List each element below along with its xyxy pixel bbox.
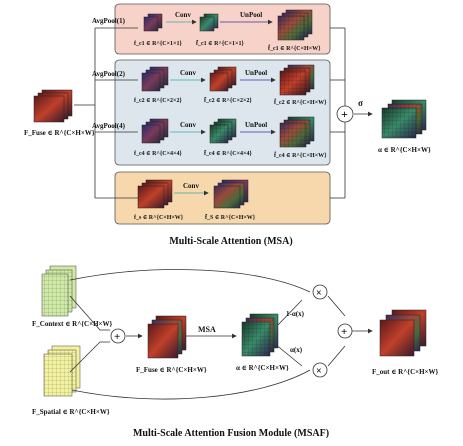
conv-label-4: Conv	[183, 182, 199, 190]
pool-label-3: AvgPool(4)	[92, 122, 126, 130]
msaf-connections	[69, 269, 373, 400]
msa-input-label: F_Fuse ∈ R^{C×H×W}	[24, 129, 95, 137]
unpool-label-1: UnPool	[240, 11, 262, 19]
unpool-label-3: UnPool	[245, 121, 267, 129]
msa-block-label: MSA	[198, 325, 216, 334]
branch-box-2-3	[114, 59, 331, 166]
branch-box-1	[114, 3, 331, 55]
f-label-3: f_c4 ∈ R^{C×4×4}	[134, 151, 182, 157]
f-label-2: f_c2 ∈ R^{C×2×2}	[134, 98, 182, 104]
fuse-label: F_Fuse ∈ R^{C×H×W}	[136, 366, 207, 374]
pool-label-2: AvgPool(2)	[92, 70, 126, 78]
spatial-label: F_Spatial ∈ R^{C×H×W}	[32, 408, 110, 416]
fhat-label-2: f̂_c2 ∈ R^{C×H×W}	[274, 99, 327, 106]
branch-3	[141, 116, 315, 148]
input-feature-cube	[33, 89, 73, 123]
f-label-1: f_c1 ∈ R^{C×1×1}	[134, 41, 182, 47]
fbar-label-3: f̄_c4 ∈ R^{C×4×4}	[204, 150, 252, 157]
fhat-label-3: f̂_c4 ∈ R^{C×H×W}	[274, 152, 327, 159]
sigma-label: σ	[358, 98, 363, 108]
spatial-cube	[43, 345, 81, 397]
fhat-label-1: f̂_c1 ∈ R^{C×H×W}	[268, 45, 321, 52]
sum-operator-symbol: +	[341, 107, 348, 121]
context-cube	[41, 265, 77, 317]
alpha-x-label: α(x)	[290, 346, 303, 354]
sum-operator	[336, 105, 354, 123]
out-label: F_out ∈ R^{C×H×W}	[372, 368, 439, 376]
conv-label-1: Conv	[175, 11, 191, 19]
f-label-4: f_s ∈ R^{C×H×W}	[134, 215, 184, 221]
msaf-sum-out	[337, 323, 353, 339]
context-label: F_Context ∈ R^{C×H×W}	[32, 320, 113, 328]
conv-label-2: Conv	[180, 69, 196, 77]
conv-label-3: Conv	[180, 121, 196, 129]
msaf-sum-out-symbol: +	[341, 326, 347, 338]
msaf-caption: Multi-Scale Attention Fusion Module (MSA…	[133, 428, 329, 439]
branch-1	[143, 9, 313, 41]
multiply-top	[312, 284, 328, 300]
msaf-sum-in-symbol: +	[114, 331, 120, 343]
fbar-label-2: f̄_c2 ∈ R^{C×2×2}	[204, 97, 252, 104]
unpool-label-2: UnPool	[245, 69, 267, 77]
alpha-cube	[381, 99, 427, 139]
one-minus-alpha-label: 1-α(x)	[286, 310, 305, 318]
msaf-alpha-label: α ∈ R^{C×H×W}	[236, 364, 289, 372]
pool-label-1: AvgPool(1)	[92, 17, 126, 25]
fbar-label-1: f̄_c1 ∈ R^{C×1×1}	[196, 40, 244, 47]
output-cube	[379, 309, 427, 357]
multiply-bottom-symbol: ×	[316, 366, 322, 377]
msaf-sum-in	[110, 328, 126, 344]
msa-alpha-label: α ∈ R^{C×H×W}	[378, 146, 431, 154]
fbar-label-4: f̄_S ∈ R^{C×H×W}	[205, 214, 256, 221]
branch-2	[141, 64, 315, 96]
msaf-alpha-cube	[241, 313, 279, 357]
branch-4	[137, 179, 249, 209]
multiply-bottom	[312, 362, 328, 378]
fuse-cube	[147, 315, 187, 359]
msa-caption: Multi-Scale Attention (MSA)	[169, 236, 292, 247]
multiply-top-symbol: ×	[316, 288, 322, 299]
